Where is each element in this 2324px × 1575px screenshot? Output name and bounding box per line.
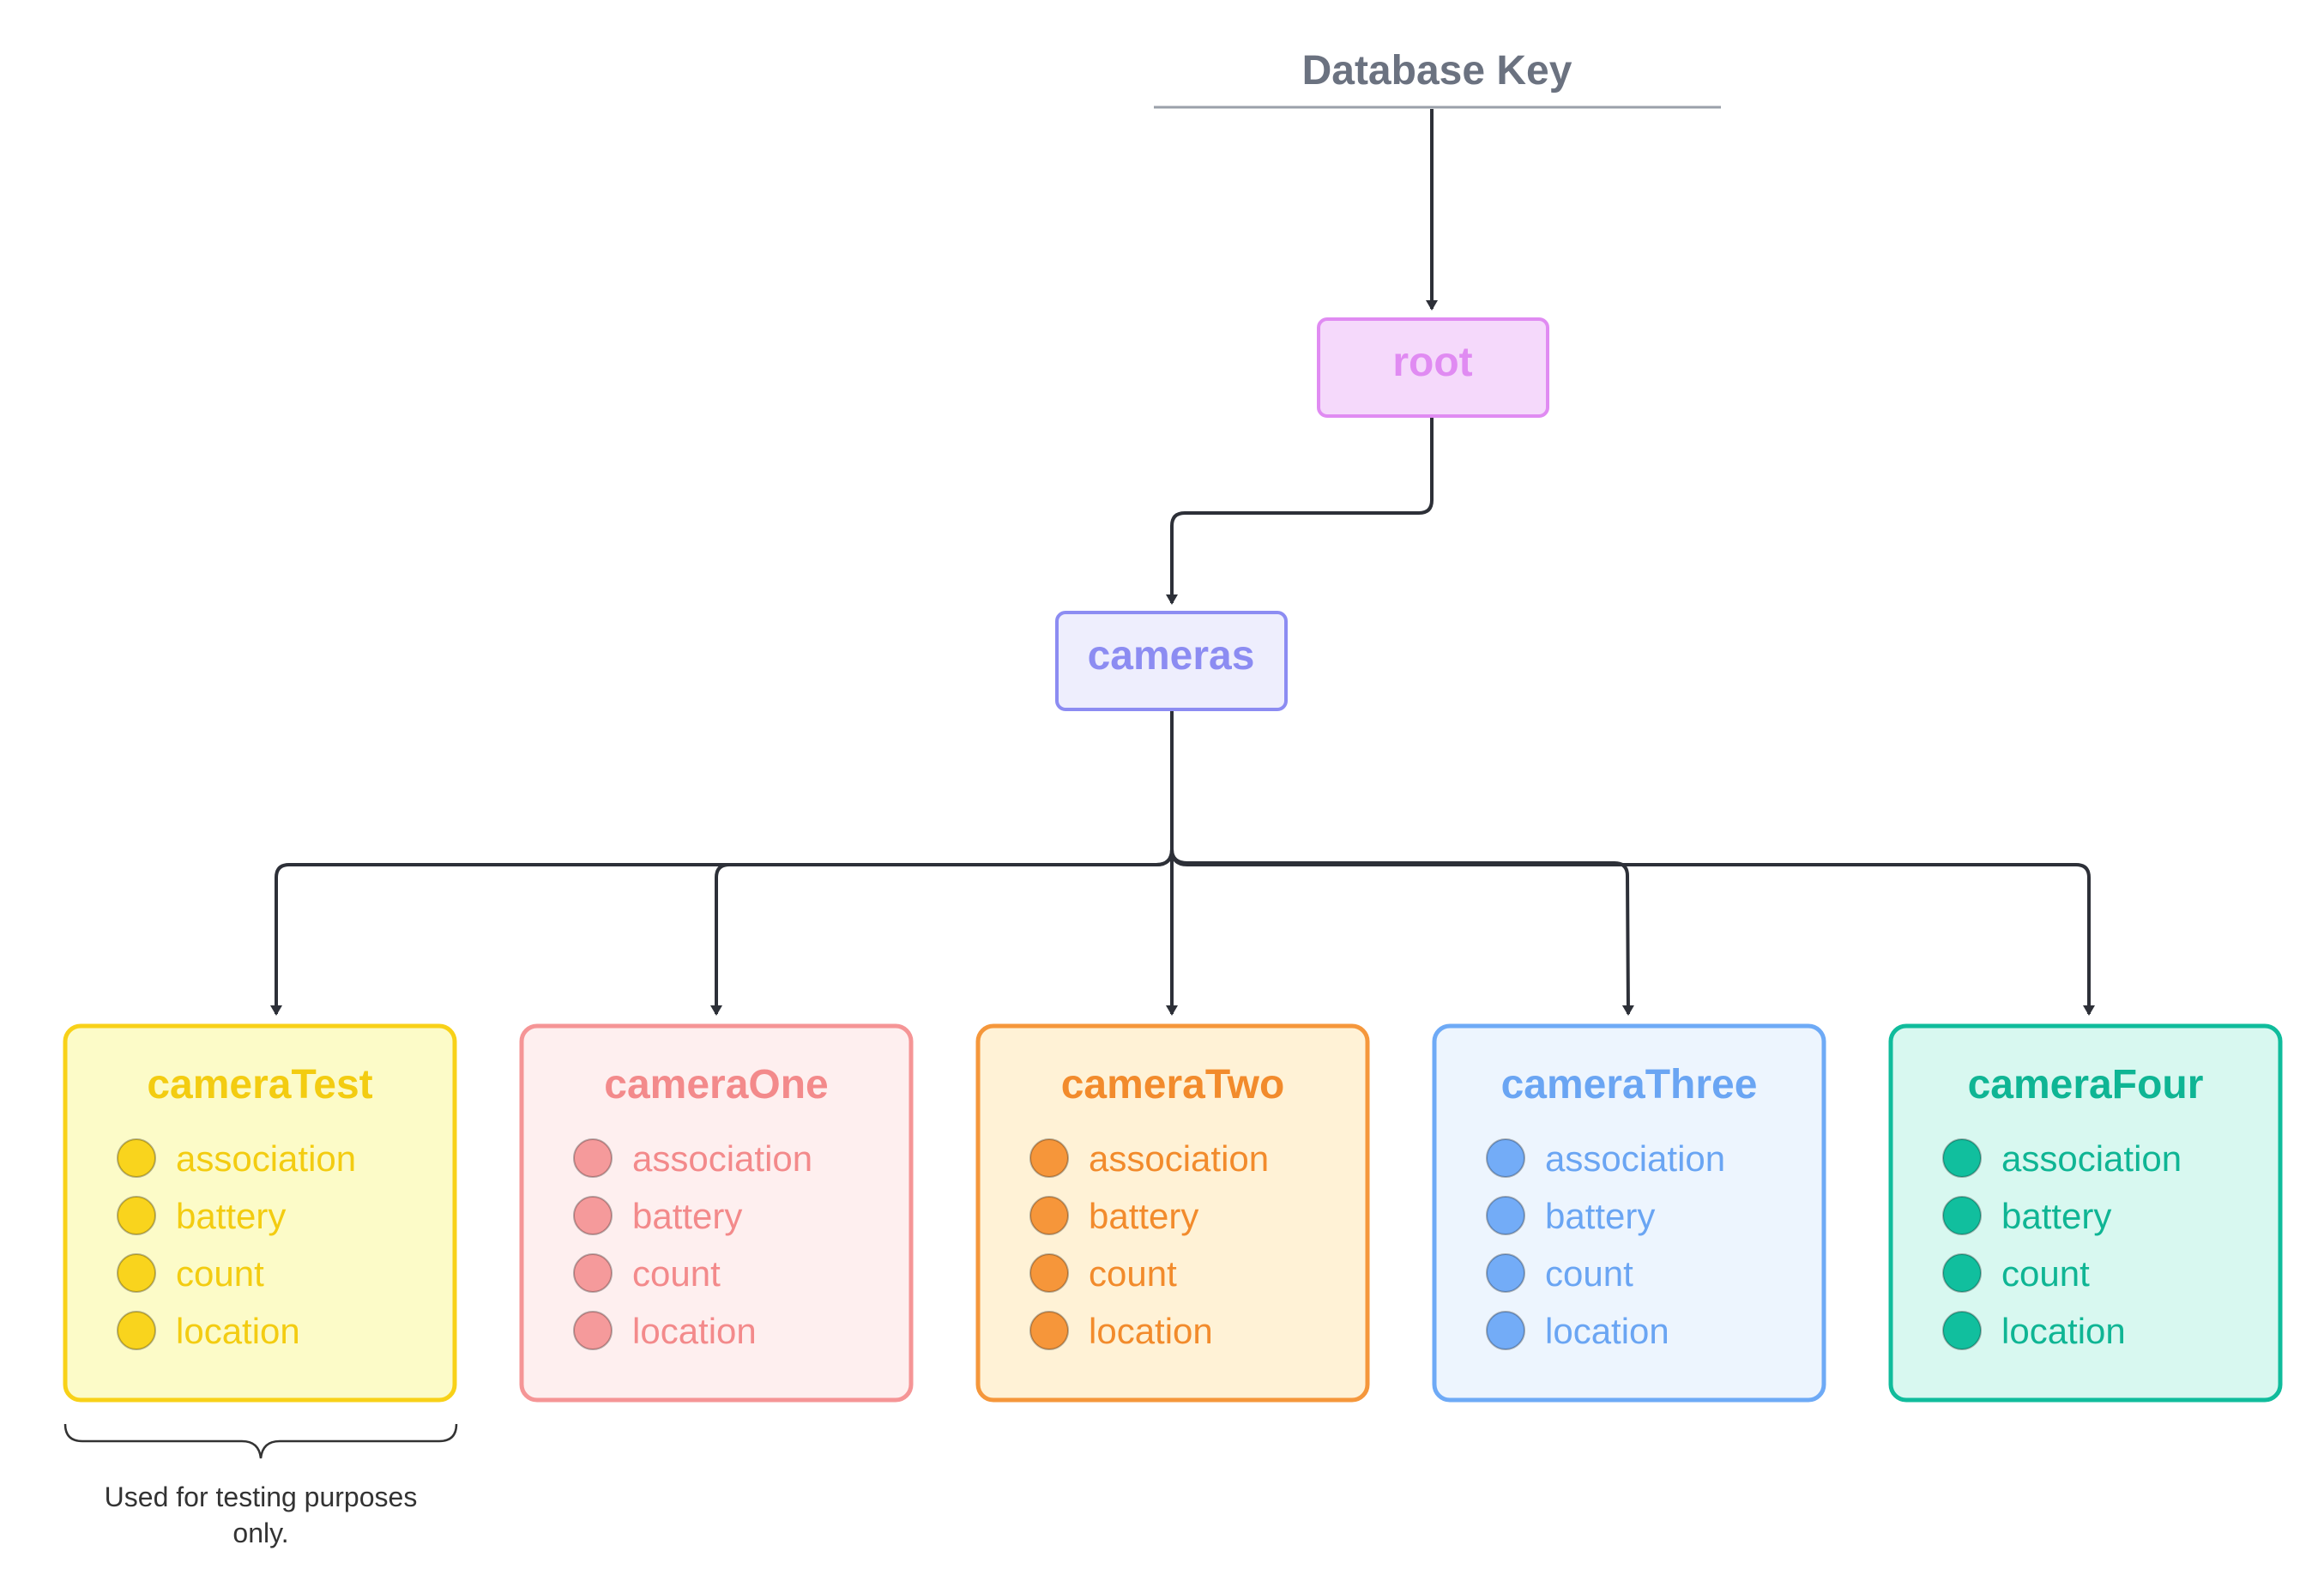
camera-nodes: cameraTest association battery count locatio…: [63, 1023, 2283, 1403]
cameratest-box: [63, 1023, 457, 1403]
cameratest-title: cameraTest: [147, 1062, 372, 1107]
camerafour-count-field: count: [2001, 1253, 2090, 1294]
cameraone-association-dot: [573, 1138, 613, 1178]
camerafour-association-dot: [1942, 1138, 1982, 1178]
camerathree-node: cameraThree association battery count locati…: [1432, 1023, 1826, 1403]
testing-note-line-2: only.: [232, 1518, 288, 1548]
connectors: [270, 109, 2095, 1016]
cameraone-battery-field: battery: [632, 1196, 742, 1236]
cameraone-location-dot: [573, 1311, 613, 1350]
cameraone-box: [519, 1023, 914, 1403]
camerathree-location-dot: [1486, 1311, 1525, 1350]
testing-note-line-1: Used for testing purposes: [105, 1481, 418, 1512]
cameratwo-battery-dot: [1029, 1196, 1069, 1235]
cameratest-node: cameraTest association battery count locatio…: [63, 1023, 457, 1403]
connector-cameras-cameraone: [710, 848, 1174, 1016]
cameratest-location-dot: [117, 1311, 156, 1350]
cameratwo-location-field: location: [1089, 1311, 1213, 1351]
cameratest-location-field: location: [176, 1311, 300, 1351]
cameratwo-node: cameraTwo association battery count location: [975, 1023, 1370, 1403]
cameratest-association-dot: [117, 1138, 156, 1178]
camerafour-box: [1888, 1023, 2283, 1403]
cameraone-count-dot: [573, 1253, 613, 1293]
camerafour-location-field: location: [2001, 1311, 2126, 1351]
connector-cameras-camerafour: [1170, 848, 2095, 1016]
cameratwo-battery-field: battery: [1089, 1196, 1198, 1236]
cameratwo-association-field: association: [1089, 1138, 1269, 1179]
cameras-node: cameras: [1055, 611, 1288, 711]
cameraone-location-field: location: [632, 1311, 757, 1351]
cameratest-association-field: association: [176, 1138, 356, 1179]
camerathree-box: [1432, 1023, 1826, 1403]
cameraone-title: cameraOne: [604, 1062, 829, 1107]
cameratest-count-field: count: [176, 1253, 264, 1294]
cameraone-node: cameraOne association battery count location: [519, 1023, 914, 1403]
connector-cameras-cameratest: [270, 711, 1174, 1016]
camerafour-node: cameraFour association battery count locatio…: [1888, 1023, 2283, 1403]
cameratwo-title: cameraTwo: [1061, 1062, 1285, 1107]
camerathree-count-field: count: [1545, 1253, 1633, 1294]
testing-brace: [63, 1423, 458, 1459]
camerafour-association-field: association: [2001, 1138, 2182, 1179]
root-box: [1317, 317, 1549, 418]
camerathree-title: cameraThree: [1501, 1062, 1758, 1107]
camerathree-association-field: association: [1545, 1138, 1725, 1179]
camerathree-count-dot: [1486, 1253, 1525, 1293]
root-node: root: [1317, 317, 1549, 418]
cameraone-association-field: association: [632, 1138, 812, 1179]
cameraone-battery-dot: [573, 1196, 613, 1235]
camerafour-battery-field: battery: [2001, 1196, 2111, 1236]
diagram-title: Database Key: [1302, 48, 1572, 94]
cameraone-count-field: count: [632, 1253, 721, 1294]
cameratwo-count-dot: [1029, 1253, 1069, 1293]
camerathree-battery-dot: [1486, 1196, 1525, 1235]
cameratwo-count-field: count: [1089, 1253, 1177, 1294]
camerathree-battery-field: battery: [1545, 1196, 1655, 1236]
camerathree-association-dot: [1486, 1138, 1525, 1178]
connector-root-cameras: [1166, 418, 1434, 605]
camerafour-battery-dot: [1942, 1196, 1982, 1235]
cameratwo-box: [975, 1023, 1370, 1403]
camerathree-location-field: location: [1545, 1311, 1669, 1351]
cameratest-battery-field: battery: [176, 1196, 286, 1236]
connector-cameras-camerathree: [1170, 848, 1634, 1016]
camerafour-title: cameraFour: [1968, 1062, 2204, 1107]
camerafour-location-dot: [1942, 1311, 1982, 1350]
cameratest-count-dot: [117, 1253, 156, 1293]
cameratwo-association-dot: [1029, 1138, 1069, 1178]
root-label: root: [1392, 340, 1472, 385]
cameras-label: cameras: [1088, 633, 1255, 679]
cameratest-battery-dot: [117, 1196, 156, 1235]
cameratwo-location-dot: [1029, 1311, 1069, 1350]
cameras-box: [1055, 611, 1288, 711]
camerafour-count-dot: [1942, 1253, 1982, 1293]
